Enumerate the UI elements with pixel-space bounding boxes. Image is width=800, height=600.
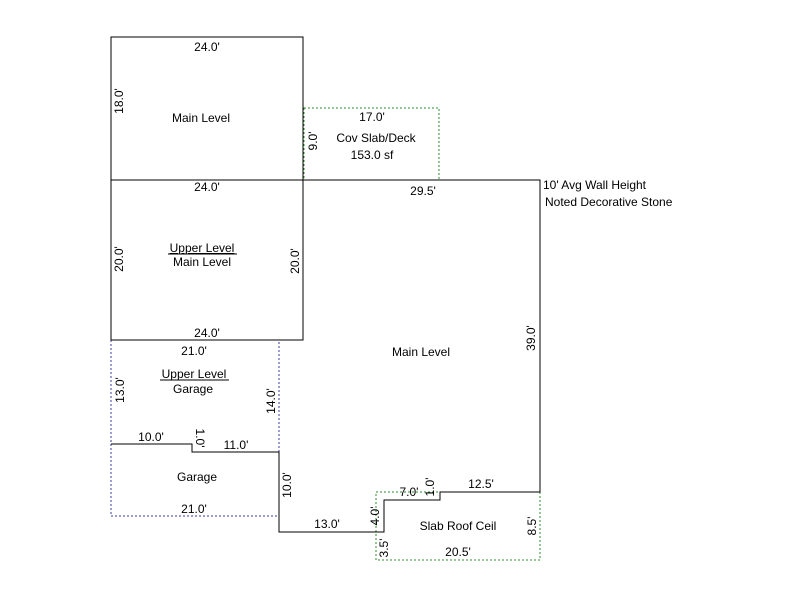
dim-29-5: 29.5' bbox=[410, 184, 436, 198]
dim-39: 39.0' bbox=[524, 325, 538, 351]
cov-slab-outline bbox=[303, 107, 440, 181]
dim-8-5: 8.5' bbox=[525, 517, 539, 536]
main-level-center-label: Main Level bbox=[392, 345, 450, 359]
dim-11: 11.0' bbox=[224, 438, 249, 452]
upper-level-label: Upper Level bbox=[170, 241, 235, 255]
main-level-label-2: Main Level bbox=[173, 255, 231, 269]
main-level-upper-outline bbox=[110, 36, 304, 181]
dim-20-right: 20.0' bbox=[288, 248, 302, 274]
decorative-stone-note: Noted Decorative Stone bbox=[545, 195, 673, 209]
garage-outline bbox=[110, 340, 280, 517]
slab-roof-label: Slab Roof Ceil bbox=[420, 519, 497, 533]
dim-24-mid: 24.0' bbox=[194, 180, 220, 194]
dim-3-5: 3.5' bbox=[377, 539, 391, 558]
dim-13-bottom: 13.0' bbox=[314, 517, 340, 531]
dim-10-v: 10.0' bbox=[280, 472, 294, 498]
dim-20-left: 20.0' bbox=[112, 246, 126, 272]
dim-7: 7.0' bbox=[400, 485, 419, 499]
dim-1-v: 1.0' bbox=[193, 429, 207, 448]
upper-level-garage-label: Upper Level bbox=[162, 367, 227, 381]
dim-1-right: 1.0' bbox=[423, 478, 437, 497]
dim-14: 14.0' bbox=[264, 388, 278, 414]
dim-21-bottom: 21.0' bbox=[181, 502, 207, 516]
main-level-outline bbox=[111, 179, 541, 533]
garage-label: Garage bbox=[177, 470, 217, 484]
main-level-upper-label: Main Level bbox=[172, 111, 230, 125]
dim-9: 9.0' bbox=[306, 132, 320, 151]
wall-height-note: 10' Avg Wall Height bbox=[543, 178, 647, 192]
dim-10-h: 10.0' bbox=[138, 430, 164, 444]
upper-level-garage-label-2: Garage bbox=[173, 382, 213, 396]
dim-4: 4.0' bbox=[368, 507, 382, 526]
dim-20-5: 20.5' bbox=[445, 545, 471, 559]
dim-21-top: 21.0' bbox=[181, 344, 207, 358]
dim-12-5: 12.5' bbox=[468, 477, 494, 491]
dim-18: 18.0' bbox=[112, 88, 126, 114]
upper-level-main-outline bbox=[110, 179, 304, 341]
dim-24-low: 24.0' bbox=[194, 326, 220, 340]
dim-13-left: 13.0' bbox=[113, 377, 127, 403]
dim-24-top: 24.0' bbox=[194, 40, 220, 54]
cov-slab-area: 153.0 sf bbox=[351, 148, 394, 162]
cov-slab-label: Cov Slab/Deck bbox=[336, 131, 416, 145]
dim-17: 17.0' bbox=[359, 110, 385, 124]
